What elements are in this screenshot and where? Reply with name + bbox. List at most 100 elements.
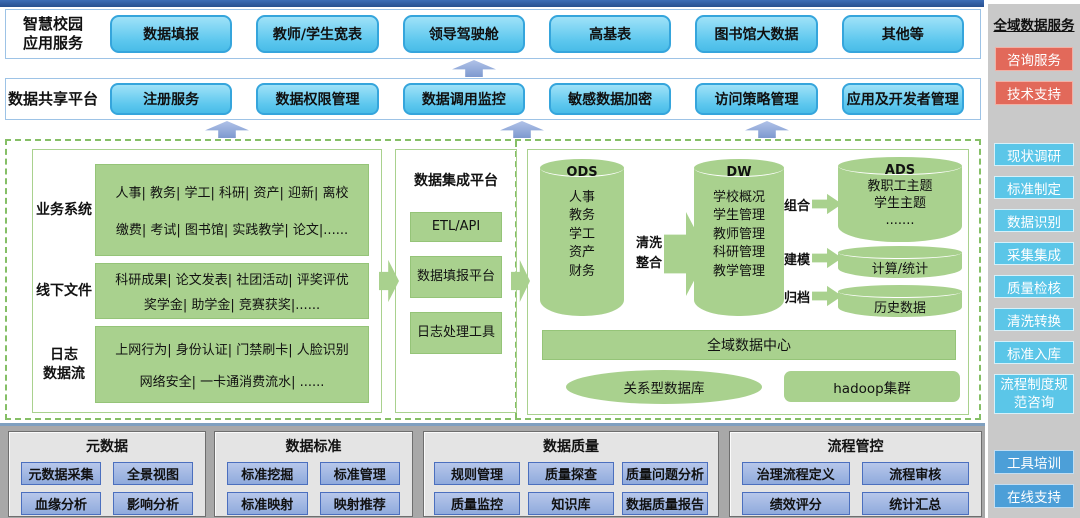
ods-contents: 人事 教务 学工 资产 财务 bbox=[568, 190, 595, 279]
quality-issue-analysis-box: 质量问题分析 bbox=[622, 462, 708, 485]
pill-data-permission: 数据权限管理 bbox=[256, 83, 379, 115]
app-services-label-line2: 应用服务 bbox=[22, 34, 83, 52]
up-arrow-middle-to-share-2 bbox=[500, 121, 544, 138]
impact-analysis-box: 影响分析 bbox=[113, 492, 193, 515]
dw-contents: 学校概况 学生管理 教师管理 科研管理 教学管理 bbox=[712, 190, 765, 279]
hadoop-cluster-box: hadoop集群 bbox=[784, 371, 960, 402]
standard-mining-box: 标准挖掘 bbox=[227, 462, 308, 485]
history-data-cylinder: 历史数据 bbox=[838, 285, 962, 317]
dw-title: DW bbox=[726, 165, 752, 180]
branch-archive-label: 归档 bbox=[784, 290, 811, 306]
data-sharing-pill-row: 注册服务 数据权限管理 数据调用监控 敏感数据加密 访问策略管理 应用及开发者管… bbox=[100, 83, 980, 115]
source-line: 网络安全| 一卡通消费流水| ...... bbox=[139, 374, 325, 390]
source-line: 奖学金| 助学金| 竞赛获奖|...... bbox=[143, 297, 321, 313]
source-line: 人事| 教务| 学工| 科研| 资产| 迎新| 离校 bbox=[115, 186, 349, 202]
sidebar-title: 全域数据服务 bbox=[993, 18, 1075, 34]
source-line: 科研成果| 论文发表| 社团活动| 评奖评优 bbox=[115, 273, 349, 289]
data-quality-panel-title: 数据质量 bbox=[543, 439, 599, 455]
sidebar-item-standard-setting: 标准制定 bbox=[994, 176, 1074, 199]
metadata-panel: 元数据 元数据采集 全景视图 血缘分析 影响分析 bbox=[8, 431, 206, 517]
pill-access-policy: 访问策略管理 bbox=[695, 83, 818, 115]
metadata-panel-grid: 元数据采集 全景视图 血缘分析 影响分析 bbox=[9, 456, 205, 515]
source-list-log-stream: 上网行为| 身份认证| 门禁刷卡| 人脸识别 网络安全| 一卡通消费流水| ..… bbox=[95, 326, 369, 403]
sidebar-item-tech-support: 技术支持 bbox=[995, 81, 1073, 105]
source-label-business-systems: 业务系统 bbox=[36, 201, 92, 218]
top-accent-bar bbox=[0, 0, 984, 7]
quality-monitor-box: 质量监控 bbox=[434, 492, 520, 515]
app-services-pill-row: 数据填报 教师/学生宽表 领导驾驶舱 高基表 图书馆大数据 其他等 bbox=[100, 15, 980, 53]
process-control-panel: 流程管控 治理流程定义 流程审核 绩效评分 统计汇总 bbox=[729, 431, 982, 517]
pill-data-reporting: 数据填报 bbox=[110, 15, 233, 53]
branch-archive: 归档 bbox=[784, 284, 843, 308]
cleanse-merge-label: 清洗 整合 bbox=[635, 236, 662, 271]
pill-gaoji-table: 高基表 bbox=[548, 15, 672, 53]
up-arrow-share-to-app bbox=[452, 60, 496, 77]
up-arrow-middle-to-share-3 bbox=[745, 121, 789, 138]
sidebar-item-process-consult: 流程制度规范咨询 bbox=[994, 374, 1074, 414]
source-row-business-systems: 业务系统 人事| 教务| 学工| 科研| 资产| 迎新| 离校 缴费| 考试| … bbox=[33, 164, 381, 256]
integration-platform-box: 数据集成平台 ETL/API 数据填报平台 日志处理工具 bbox=[395, 149, 517, 413]
integration-item-etl-api: ETL/API bbox=[410, 212, 502, 242]
pill-app-developer-mgmt: 应用及开发者管理 bbox=[841, 83, 964, 115]
pill-leader-cockpit: 领导驾驶舱 bbox=[402, 15, 525, 53]
branch-modeling: 建模 bbox=[784, 246, 843, 270]
source-row-log-stream: 日志 数据流 上网行为| 身份认证| 门禁刷卡| 人脸识别 网络安全| 一卡通消… bbox=[33, 326, 381, 403]
sidebar-item-cleanse-transform: 清洗转换 bbox=[994, 308, 1074, 331]
sidebar-item-consult-service: 咨询服务 bbox=[995, 47, 1073, 71]
rule-mgmt-box: 规则管理 bbox=[434, 462, 520, 485]
sidebar-item-standard-warehouse: 标准入库 bbox=[994, 341, 1074, 364]
governance-strip: 元数据 元数据采集 全景视图 血缘分析 影响分析 数据标准 标准挖掘 标准管理 … bbox=[0, 423, 985, 518]
data-sharing-label-text: 数据共享平台 bbox=[7, 89, 98, 108]
sidebar-item-collect-integrate: 采集集成 bbox=[994, 242, 1074, 265]
integration-item-reporting-platform: 数据填报平台 bbox=[410, 256, 502, 298]
up-arrow-middle-to-share-1 bbox=[205, 121, 249, 138]
source-line: 上网行为| 身份认证| 门禁刷卡| 人脸识别 bbox=[115, 343, 349, 359]
source-row-offline-files: 线下文件 科研成果| 论文发表| 社团活动| 评奖评优 奖学金| 助学金| 竞赛… bbox=[33, 263, 381, 319]
process-define-box: 治理流程定义 bbox=[742, 462, 850, 485]
pill-sensitive-encrypt: 敏感数据加密 bbox=[548, 83, 672, 115]
pill-teacher-student-wide-table: 教师/学生宽表 bbox=[256, 15, 379, 53]
app-services-band-label: 智慧校园 应用服务 bbox=[6, 15, 100, 53]
quality-probe-box: 质量探查 bbox=[528, 462, 614, 485]
pill-others: 其他等 bbox=[841, 15, 964, 53]
source-label-offline-files: 线下文件 bbox=[36, 282, 92, 299]
source-list-business-systems: 人事| 教务| 学工| 科研| 资产| 迎新| 离校 缴费| 考试| 图书馆| … bbox=[95, 164, 369, 256]
data-sharing-band: 数据共享平台 注册服务 数据权限管理 数据调用监控 敏感数据加密 访问策略管理 … bbox=[5, 78, 981, 120]
data-platform-area: 业务系统 人事| 教务| 学工| 科研| 资产| 迎新| 离校 缴费| 考试| … bbox=[5, 139, 981, 420]
performance-score-box: 绩效评分 bbox=[742, 492, 850, 515]
ads-contents: 教职工主题 学生主题 ....... bbox=[867, 179, 933, 228]
ods-cylinder: ODS 人事 教务 学工 资产 财务 bbox=[540, 159, 624, 316]
metadata-collect-box: 元数据采集 bbox=[21, 462, 101, 485]
relational-db-ellipse: 关系型数据库 bbox=[566, 370, 762, 404]
sidebar-item-status-survey: 现状调研 bbox=[994, 143, 1074, 166]
stats-summary-box: 统计汇总 bbox=[861, 492, 969, 515]
data-standard-panel-title: 数据标准 bbox=[285, 439, 342, 455]
process-control-panel-title: 流程管控 bbox=[827, 439, 884, 455]
app-services-label-line1: 智慧校园 bbox=[22, 15, 83, 34]
data-quality-panel-grid: 规则管理 质量探查 质量问题分析 质量监控 知识库 数据质量报告 bbox=[424, 456, 718, 515]
data-quality-panel: 数据质量 规则管理 质量探查 质量问题分析 质量监控 知识库 数据质量报告 bbox=[423, 431, 719, 517]
app-services-band: 智慧校园 应用服务 数据填报 教师/学生宽表 领导驾驶舱 高基表 图书馆大数据 … bbox=[5, 9, 981, 59]
lineage-analysis-box: 血缘分析 bbox=[21, 492, 101, 515]
ads-cylinder: ADS 教职工主题 学生主题 ....... bbox=[838, 157, 962, 242]
data-sharing-band-label: 数据共享平台 bbox=[6, 90, 100, 109]
calc-stats-cylinder: 计算/统计 bbox=[838, 246, 962, 278]
data-warehouse-box: ODS 人事 教务 学工 资产 财务 清洗 整合 DW 学校概况 学生管理 教师… bbox=[527, 149, 969, 415]
ads-title: ADS bbox=[884, 163, 916, 178]
pill-data-call-monitor: 数据调用监控 bbox=[402, 83, 525, 115]
metadata-panel-title: 元数据 bbox=[86, 439, 128, 455]
integration-item-log-tool: 日志处理工具 bbox=[410, 312, 502, 354]
panorama-view-box: 全景视图 bbox=[113, 462, 193, 485]
data-standard-panel: 数据标准 标准挖掘 标准管理 标准映射 映射推荐 bbox=[214, 431, 413, 517]
integration-platform-title: 数据集成平台 bbox=[414, 173, 498, 189]
dw-cylinder: DW 学校概况 学生管理 教师管理 科研管理 教学管理 bbox=[694, 159, 784, 316]
branch-combine-label: 组合 bbox=[784, 198, 811, 214]
process-audit-box: 流程审核 bbox=[861, 462, 969, 485]
standard-mgmt-box: 标准管理 bbox=[319, 462, 400, 485]
mapping-recommend-box: 映射推荐 bbox=[319, 492, 400, 515]
ods-title: ODS bbox=[566, 165, 598, 180]
data-standard-panel-grid: 标准挖掘 标准管理 标准映射 映射推荐 bbox=[215, 456, 412, 515]
sidebar-item-quality-check: 质量检核 bbox=[994, 275, 1074, 298]
knowledge-base-box: 知识库 bbox=[528, 492, 614, 515]
